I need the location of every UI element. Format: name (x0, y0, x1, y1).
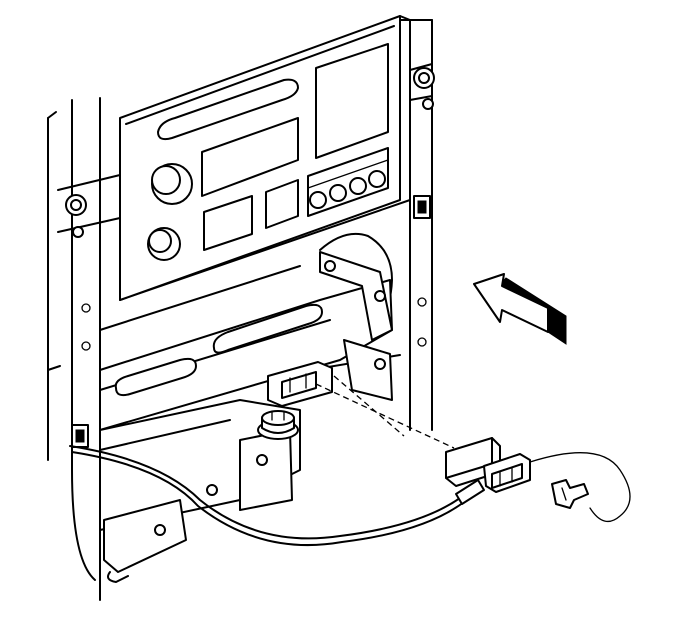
tuning-knob (147, 227, 181, 261)
wiring-harness (69, 445, 485, 547)
alignment-guides (315, 375, 455, 449)
radio-harness-socket (267, 361, 333, 407)
radio-mounting-bracket (99, 251, 393, 583)
installation-direction-arrow (473, 273, 567, 345)
harness-connector (445, 437, 631, 523)
bracket-bolt (257, 410, 299, 440)
volume-knob (151, 163, 193, 205)
radio-faceplate (119, 15, 411, 351)
connector-clip (551, 479, 589, 509)
